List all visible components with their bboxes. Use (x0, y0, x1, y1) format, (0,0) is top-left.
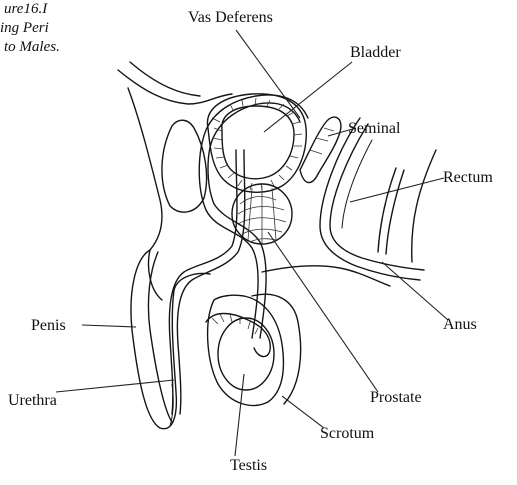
leader-urethra (56, 380, 174, 392)
label-anus: Anus (443, 316, 477, 333)
label-rectum: Rectum (443, 169, 493, 186)
leader-testis (235, 374, 244, 456)
leader-scrotum (282, 396, 324, 428)
label-vas-deferens: Vas Deferens (188, 9, 273, 26)
scrotum-shape (208, 266, 390, 406)
leader-bladder (264, 62, 352, 132)
urethra-tube (169, 150, 244, 414)
rectum-shape (320, 118, 436, 280)
label-penis: Penis (31, 317, 66, 334)
leader-anus (382, 262, 448, 320)
label-scrotum: Scrotum (320, 425, 375, 442)
label-seminal: Seminal (348, 120, 401, 137)
label-prostate: Prostate (370, 389, 422, 406)
leader-rectum (350, 178, 444, 202)
prostate-shape (232, 184, 292, 244)
body-outline (118, 62, 232, 300)
bladder-shape (207, 94, 306, 192)
label-bladder: Bladder (350, 44, 401, 61)
label-urethra: Urethra (8, 392, 57, 409)
leader-prostate (268, 232, 378, 392)
leader-penis (82, 325, 136, 327)
label-testis: Testis (230, 457, 267, 474)
